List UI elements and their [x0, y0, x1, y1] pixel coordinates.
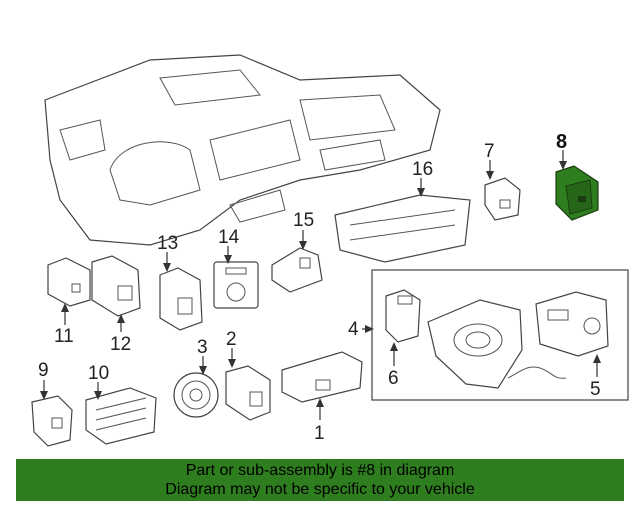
dashboard-panel	[44, 54, 441, 246]
part-8-highlighted	[555, 165, 599, 221]
part-12	[91, 255, 141, 317]
part-9	[31, 395, 73, 447]
wire-harness	[507, 366, 567, 379]
part-11	[47, 257, 91, 307]
callout-14: 14	[218, 227, 240, 248]
part-3	[173, 372, 219, 418]
center-console-part	[427, 299, 523, 389]
part-7	[484, 177, 521, 221]
part-15	[271, 247, 323, 293]
part-16	[334, 194, 471, 263]
callout-2: 2	[226, 329, 237, 350]
part-1	[281, 351, 363, 403]
callout-7: 7	[484, 141, 495, 162]
banner-line-2: Diagram may not be specific to your vehi…	[165, 481, 475, 498]
callout-8: 8	[556, 131, 567, 153]
callout-1: 1	[314, 423, 325, 444]
callout-11: 11	[54, 326, 74, 347]
part-14	[213, 261, 259, 309]
callout-4: 4	[348, 319, 359, 340]
callout-13: 13	[157, 233, 178, 254]
part-6	[385, 289, 421, 343]
callout-15: 15	[293, 210, 314, 231]
parts-diagram: 16 7 8 15 14 13 12 11 9 10 3 2 1 4 6 5	[31, 54, 629, 447]
part-5	[535, 291, 609, 357]
info-banner: Part or sub-assembly is #8 in diagram Di…	[16, 459, 624, 501]
callout-5: 5	[590, 379, 601, 400]
callout-6: 6	[388, 368, 399, 389]
part-10	[85, 387, 157, 445]
part-2	[225, 365, 271, 421]
part-13	[159, 267, 203, 331]
callout-10: 10	[88, 363, 109, 384]
callout-9: 9	[38, 360, 49, 381]
callout-3: 3	[197, 337, 208, 358]
leader-arrowheads	[40, 161, 601, 407]
callout-12: 12	[110, 334, 131, 355]
callout-16: 16	[412, 159, 433, 180]
banner-line-1: Part or sub-assembly is #8 in diagram	[185, 462, 455, 479]
